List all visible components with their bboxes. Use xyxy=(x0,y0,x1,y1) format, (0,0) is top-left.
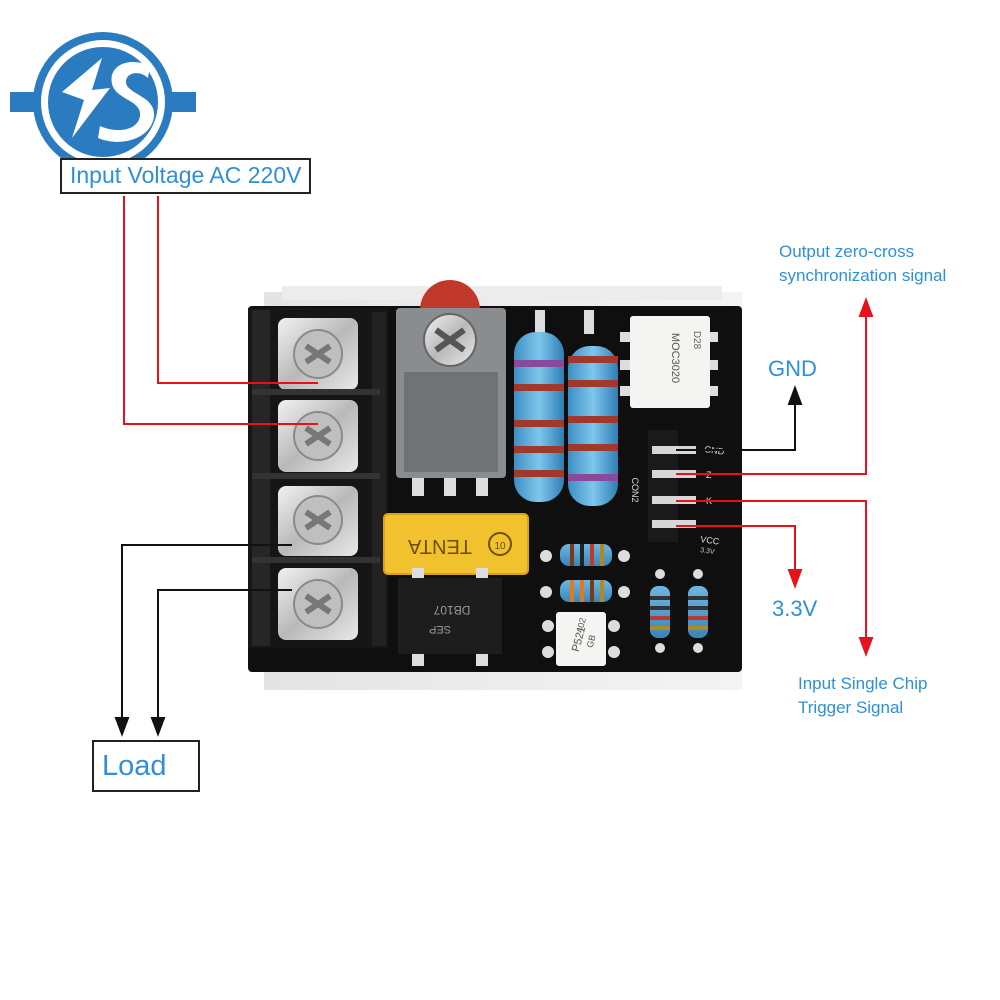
gnd-label: GND xyxy=(768,356,817,381)
is-logo-icon xyxy=(10,32,196,172)
small-resistor-4 xyxy=(688,569,708,653)
trigger-label-line2: Trigger Signal xyxy=(798,698,904,717)
bridge-rectifier: DB107 SEP xyxy=(398,568,502,666)
ac-input-wires xyxy=(123,196,318,425)
zero-cross-wire xyxy=(676,297,874,475)
power-resistor-2 xyxy=(568,310,618,506)
load-label: Load xyxy=(92,740,200,792)
capacitor-text: TENTA xyxy=(407,535,472,557)
bridge-text: DB107 xyxy=(433,603,470,617)
input-voltage-label: Input Voltage AC 220V xyxy=(60,158,312,194)
vcc-wire xyxy=(676,525,803,589)
power-resistor-1 xyxy=(514,310,564,502)
pin-note: 3.3V xyxy=(700,547,716,556)
capacitor-mark: 10 xyxy=(494,541,506,552)
v33-label: 3.3V xyxy=(772,596,818,621)
optocoupler-p521: 402 P521 GB xyxy=(542,612,620,666)
terminal-screw-3 xyxy=(278,486,358,556)
gnd-wire xyxy=(676,385,803,451)
trigger-label-line1: Input Single Chip xyxy=(798,674,928,693)
opto1-text: MOC3020 xyxy=(669,333,681,383)
small-resistor-3 xyxy=(650,569,670,653)
connector-label: CON2 xyxy=(630,477,640,502)
terminal-screw-1 xyxy=(278,318,358,390)
pin-label-vcc: VCC xyxy=(700,534,721,547)
small-resistor-2 xyxy=(540,580,630,602)
triac xyxy=(396,280,506,496)
terminal-screw-2 xyxy=(278,400,358,472)
small-resistor-1 xyxy=(540,544,630,566)
trigger-wire xyxy=(676,500,874,657)
opto2-mark: GB xyxy=(585,634,598,649)
capacitor: TENTA 10 xyxy=(383,513,529,575)
optocoupler-moc3020: MOC3020 D28 xyxy=(620,316,718,408)
bridge-mark: SEP xyxy=(429,623,451,635)
zero-cross-label-line1: Output zero-cross xyxy=(779,242,915,261)
load-wires xyxy=(114,544,292,737)
opto1-mark: D28 xyxy=(691,331,702,350)
zero-cross-label-line2: synchronization signal xyxy=(779,266,947,285)
terminal-block xyxy=(248,308,388,648)
terminal-screw-4 xyxy=(278,568,358,640)
opto2-brand: 402 xyxy=(574,617,588,634)
